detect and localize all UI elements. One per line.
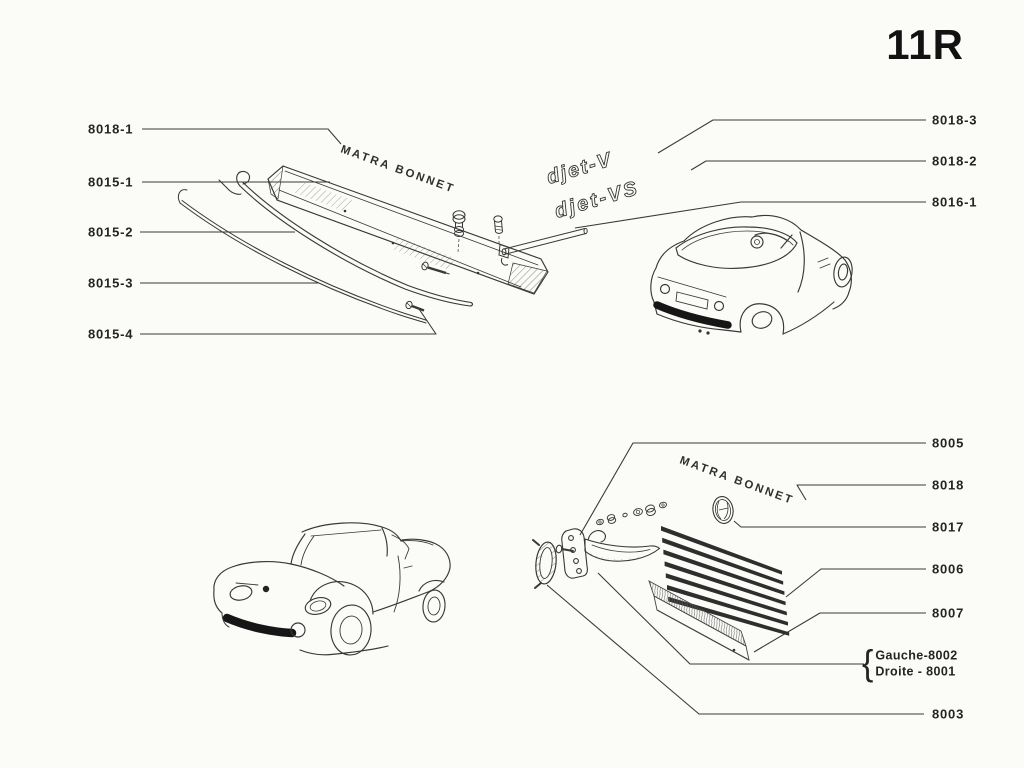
callout-8018-3: 8018-3 <box>932 112 978 128</box>
callout-8016-1: 8016-1 <box>932 194 978 210</box>
leader-8006 <box>785 568 926 598</box>
callout-8005: 8005 <box>932 435 965 451</box>
leader-8005 <box>579 442 926 536</box>
callout-8018: 8018 <box>932 477 965 493</box>
callout-8017: 8017 <box>932 519 965 535</box>
trim-strip-8015-2 <box>218 170 474 307</box>
hardware-bottom <box>596 501 667 526</box>
callout-8002-8001: { Gauche-8002 Droite - 8001 <box>862 643 958 684</box>
callout-8015-3: 8015-3 <box>88 275 134 291</box>
callout-8015-4: 8015-4 <box>88 326 134 342</box>
callout-8006: 8006 <box>932 561 965 577</box>
leader-8018 <box>796 484 926 501</box>
lower-panel <box>648 580 750 661</box>
djet-v-badge: djet-V <box>544 149 615 189</box>
front-bumper-highlight <box>222 613 297 638</box>
leader-8003 <box>546 584 924 715</box>
callout-8018-2: 8018-2 <box>932 153 978 169</box>
grille-slats <box>661 526 790 636</box>
leader-8007 <box>753 612 926 653</box>
callout-8018-1: 8018-1 <box>88 121 134 137</box>
brace-glyph: { <box>862 643 874 684</box>
callout-droite-8001: Droite - 8001 <box>875 664 956 679</box>
callout-8015-2: 8015-2 <box>88 224 134 240</box>
tube-8016-1 <box>498 227 588 266</box>
rear-bumper-highlight <box>653 301 732 329</box>
callout-8003: 8003 <box>932 706 965 722</box>
callout-8007: 8007 <box>932 605 965 621</box>
matra-bonnet-badge-bottom: MATRA BONNET <box>678 455 796 508</box>
roundel-emblem <box>712 496 734 524</box>
leader-lines <box>140 119 926 715</box>
matra-bonnet-badge-top: MATRA BONNET <box>339 144 457 196</box>
page-code: 11R <box>886 21 964 68</box>
callout-gauche-8002: Gauche-8002 <box>875 649 958 664</box>
bumper-blade-drawing <box>267 165 549 295</box>
rear-car-drawing <box>650 214 853 335</box>
oval-grommet <box>532 539 557 589</box>
leader-8018-1 <box>142 128 342 145</box>
mounting-bracket <box>555 528 661 579</box>
front-car-drawing <box>213 522 451 656</box>
leader-8002-8001 <box>597 572 864 665</box>
trim-strip-8015-3 <box>177 189 428 324</box>
hardware-top <box>405 210 503 312</box>
leader-8015-4 <box>140 308 437 335</box>
leader-8016-1 <box>574 201 926 229</box>
grille-assembly-drawing <box>532 496 790 661</box>
leader-8017 <box>733 520 926 528</box>
leader-8018-2 <box>690 160 926 171</box>
callout-8015-1: 8015-1 <box>88 174 134 190</box>
leader-8018-3 <box>657 119 926 154</box>
